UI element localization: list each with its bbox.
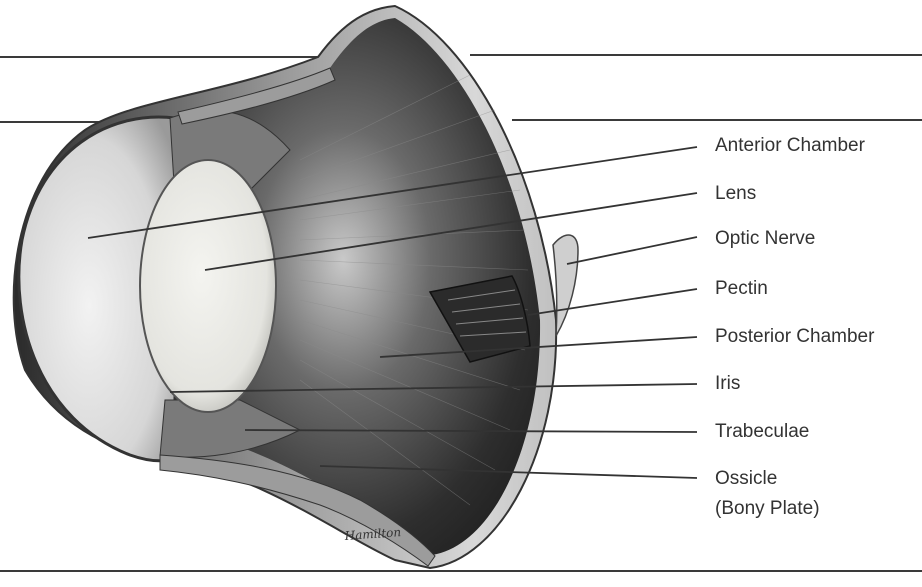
label-trabeculae: Trabeculae: [715, 420, 809, 444]
label-posterior-chamber: Posterior Chamber: [715, 325, 874, 349]
label-iris: Iris: [715, 372, 740, 396]
label-optic-nerve: Optic Nerve: [715, 227, 815, 251]
optic-nerve-shape: [553, 235, 578, 336]
label-lens: Lens: [715, 182, 756, 206]
label-bony-plate: (Bony Plate): [715, 497, 820, 521]
label-ossicle: Ossicle: [715, 467, 777, 491]
lens-shape: [140, 160, 276, 412]
label-anterior-chamber: Anterior Chamber: [715, 134, 865, 158]
leader-optic-nerve: [567, 237, 697, 264]
label-pectin: Pectin: [715, 277, 768, 301]
